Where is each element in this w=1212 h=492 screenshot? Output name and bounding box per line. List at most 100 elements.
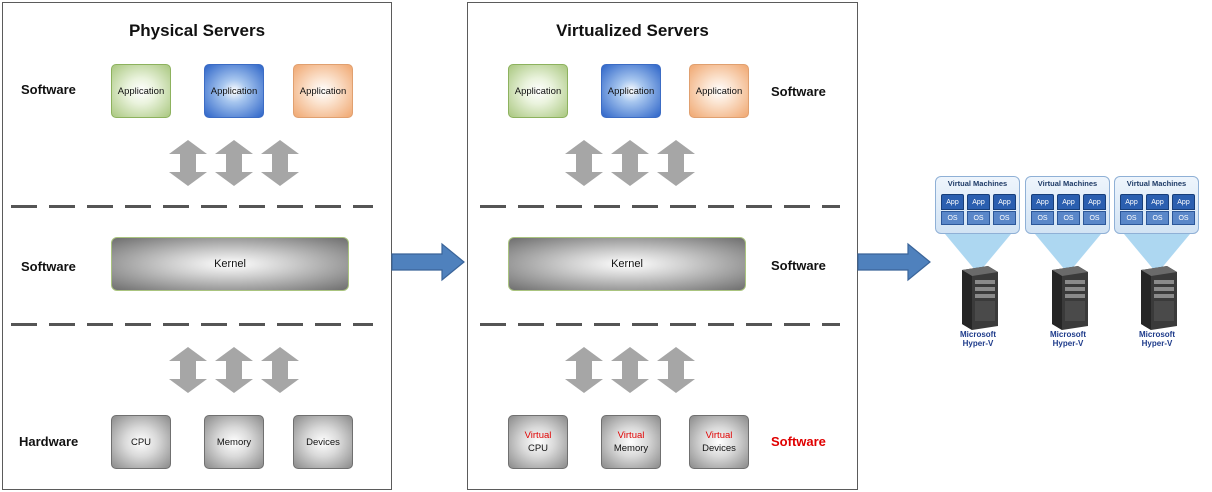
vm-beam-3 (1124, 234, 1190, 270)
virtual-updown-arrow-5 (611, 347, 649, 393)
virtual-updown-arrow-1 (565, 140, 603, 186)
virtual-devices-prefix: Virtual (705, 430, 733, 441)
virtual-hardware-row-label: Software (771, 434, 826, 449)
physical-app-1: Application (111, 64, 171, 118)
virtual-app-3-label: Application (695, 85, 743, 97)
physical-updown-arrow-3 (261, 140, 299, 186)
vm-3-3-app: App (1172, 194, 1195, 210)
physical-updown-arrow-1 (169, 140, 207, 186)
server-tower-icon-2 (1052, 266, 1088, 330)
vm-group-3-title: Virtual Machines (1126, 179, 1187, 188)
physical-cpu-label: CPU (130, 436, 152, 448)
vm-1-2-os: OS (967, 211, 990, 225)
virtual-devices-label: Devices (702, 443, 736, 454)
server-label-1-line2: Hyper-V (962, 339, 994, 348)
server-label-2-line2: Hyper-V (1052, 339, 1084, 348)
virtual-app-1: Application (508, 64, 568, 118)
physical-divider-top (11, 205, 373, 208)
server-label-1: Microsoft Hyper-V (943, 330, 1013, 348)
physical-memory-label: Memory (216, 436, 252, 448)
vm-2-1-app: App (1031, 194, 1054, 210)
virtual-memory: Virtual Memory (601, 415, 661, 469)
vm-2-3-app: App (1083, 194, 1106, 210)
physical-kernel-bar: Kernel (111, 237, 349, 291)
virtual-devices: Virtual Devices (689, 415, 749, 469)
vm-3-1-app: App (1120, 194, 1143, 210)
physical-updown-arrow-6 (261, 347, 299, 393)
vm-2-2-app: App (1057, 194, 1080, 210)
vm-group-2-title: Virtual Machines (1037, 179, 1098, 188)
virtual-kernel-row-label: Software (771, 258, 826, 273)
physical-app-3-label: Application (299, 85, 347, 97)
vm-1-2-app: App (967, 194, 990, 210)
virtual-updown-arrow-3 (657, 140, 695, 186)
vm-2-3-os: OS (1083, 211, 1106, 225)
virtualized-panel-title: Virtualized Servers (556, 21, 709, 40)
server-label-3: Microsoft Hyper-V (1122, 330, 1192, 348)
physical-updown-arrow-5 (215, 347, 253, 393)
server-label-3-line2: Hyper-V (1141, 339, 1173, 348)
vm-2-1-os: OS (1031, 211, 1054, 225)
virtual-divider-top (480, 205, 840, 208)
virtual-software-label: Software (771, 84, 826, 99)
virtual-kernel-label: Kernel (611, 258, 643, 270)
vm-1-1-os: OS (941, 211, 964, 225)
physical-hardware-label: Hardware (19, 434, 79, 449)
virtual-cpu: Virtual CPU (508, 415, 568, 469)
vm-1-1-app: App (941, 194, 964, 210)
physical-servers-panel: Physical Servers Software Application Ap… (2, 2, 392, 490)
virtual-cpu-label: CPU (527, 443, 549, 454)
vm-beam-1 (945, 234, 1011, 270)
physical-panel-title: Physical Servers (128, 21, 266, 40)
virtual-kernel-bar: Kernel (508, 237, 746, 291)
vm-3-2-os: OS (1146, 211, 1169, 225)
virtual-updown-arrow-4 (565, 347, 603, 393)
virtual-app-2-label: Application (607, 85, 655, 97)
virtual-updown-arrow-2 (611, 140, 649, 186)
physical-devices: Devices (293, 415, 353, 469)
virtual-app-1-label: Application (514, 85, 562, 97)
physical-memory: Memory (204, 415, 264, 469)
physical-app-1-label: Application (117, 85, 165, 97)
server-label-3-line1: Microsoft (1139, 330, 1175, 339)
virtual-cpu-prefix: Virtual (524, 430, 552, 441)
virtual-memory-prefix: Virtual (617, 430, 645, 441)
vm-3-2-app: App (1146, 194, 1169, 210)
physical-cpu: CPU (111, 415, 171, 469)
physical-app-3: Application (293, 64, 353, 118)
virtual-divider-bottom (480, 323, 840, 326)
virtual-memory-label: Memory (613, 443, 649, 454)
server-tower-icon-3 (1141, 266, 1177, 330)
virtualized-servers-panel: Virtualized Servers Application Applicat… (467, 2, 858, 490)
physical-kernel-row-label: Software (21, 259, 76, 274)
vm-3-1-os: OS (1120, 211, 1143, 225)
virtual-updown-arrow-6 (657, 347, 695, 393)
virtual-app-2: Application (601, 64, 661, 118)
vm-beam-2 (1035, 234, 1101, 270)
vm-1-3-os: OS (993, 211, 1016, 225)
flow-arrow-2 (857, 242, 931, 282)
physical-updown-arrow-4 (169, 347, 207, 393)
physical-updown-arrow-2 (215, 140, 253, 186)
physical-app-2: Application (204, 64, 264, 118)
vm-group-1-title: Virtual Machines (947, 179, 1008, 188)
physical-app-2-label: Application (210, 85, 258, 97)
physical-software-label: Software (21, 82, 76, 97)
physical-devices-label: Devices (306, 436, 340, 448)
vm-2-2-os: OS (1057, 211, 1080, 225)
server-label-2: Microsoft Hyper-V (1033, 330, 1103, 348)
physical-divider-bottom (11, 323, 373, 326)
flow-arrow-1 (391, 242, 465, 282)
server-tower-icon-1 (962, 266, 998, 330)
